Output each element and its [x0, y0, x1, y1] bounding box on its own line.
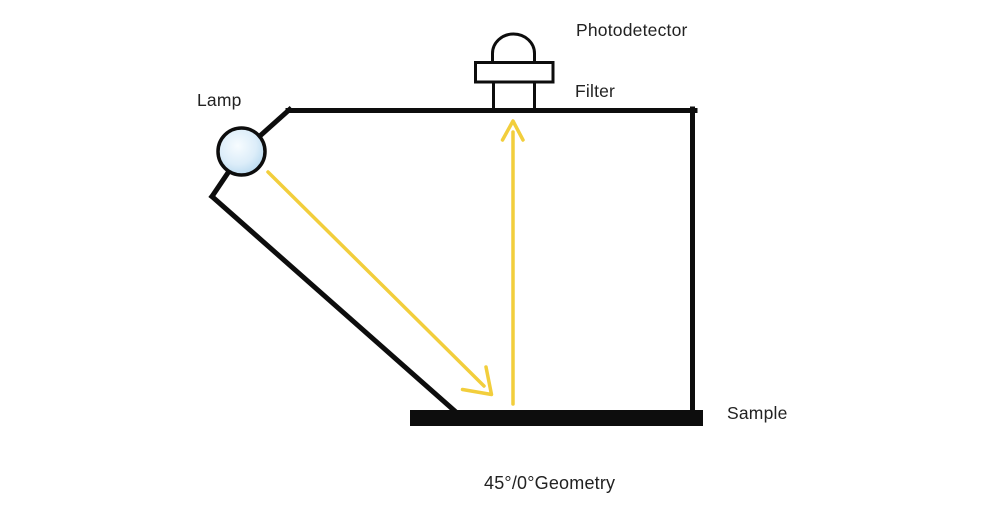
lamp-label: Lamp	[197, 90, 242, 110]
photodetector-label: Photodetector	[576, 20, 688, 40]
light-rays	[266, 119, 525, 406]
filter-label: Filter	[575, 81, 616, 101]
housing-diagonal-wall	[208, 192, 461, 417]
photodetector-dome-icon	[474, 32, 555, 109]
sample-label: Sample	[727, 403, 788, 423]
instrument-housing-outline	[208, 105, 698, 417]
sample-slab	[410, 410, 703, 426]
filter-holder	[474, 61, 555, 84]
diagram-caption: 45°/0°Geometry	[484, 473, 616, 493]
reflected-ray-arrowhead-icon	[500, 119, 525, 142]
incident-ray-arrowhead-icon	[460, 365, 494, 397]
detector-dome	[491, 32, 536, 65]
lamp-bulb-icon	[216, 126, 267, 177]
incident-ray-arrow-icon	[266, 170, 486, 388]
